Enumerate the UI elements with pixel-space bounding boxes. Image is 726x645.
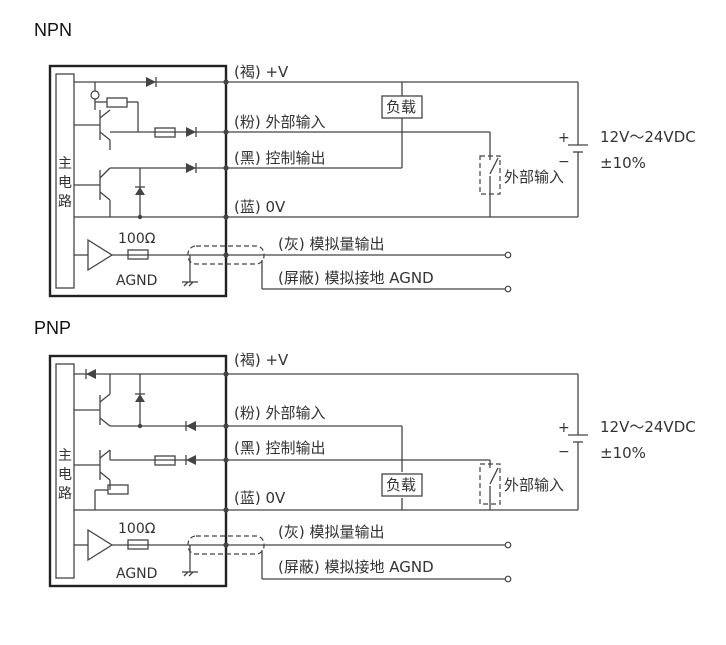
npn-load-box	[381, 95, 423, 119]
pnp-wire-gray: (灰) 模拟量输出	[278, 523, 384, 541]
pnp-sensor-box	[48, 354, 228, 588]
npn-agnd-label: AGND	[116, 273, 157, 289]
pnp-load-box	[381, 473, 423, 497]
npn-wire-pink: (粉) 外部输入	[234, 113, 325, 131]
npn-diode-ctrl	[186, 163, 196, 173]
npn-wire-black: (黑) 控制输出	[234, 149, 325, 167]
pnp-wire-blue: (蓝) 0V	[234, 489, 286, 507]
npn-plus: +	[558, 130, 570, 146]
npn-ext-input-label: 外部输入	[504, 168, 564, 186]
npn-wire-blue: (蓝) 0V	[234, 198, 286, 216]
pnp-resistor-label: 100Ω	[118, 521, 156, 537]
npn-resistor-label: 100Ω	[118, 231, 156, 247]
npn-supply-tolerance: ±10%	[600, 154, 646, 172]
pnp-resistor-2	[154, 455, 176, 466]
npn-supply-voltage: 12V～24VDC	[600, 128, 696, 146]
pnp-resistor-1	[107, 484, 129, 495]
npn-wire-gray: (灰) 模拟量输出	[278, 235, 384, 253]
pnp-plus: +	[558, 420, 570, 436]
pnp-minus: −	[558, 444, 570, 460]
pnp-agnd-label: AGND	[116, 566, 157, 582]
npn-resistor-100	[127, 249, 149, 260]
npn-shield	[187, 245, 265, 265]
npn-wire-shield: (屏蔽) 模拟接地 AGND	[278, 269, 434, 287]
npn-load-label: 负载	[386, 98, 416, 116]
npn-minus: −	[558, 154, 570, 170]
pnp-zener	[135, 394, 145, 402]
pnp-diode-ext	[186, 421, 196, 431]
npn-resistor-2	[154, 127, 176, 138]
pnp-main-circuit-label: 主电路	[58, 448, 72, 502]
npn-diode-vplus	[146, 77, 156, 87]
pnp-wire-pink: (粉) 外部输入	[234, 404, 325, 422]
npn-switch	[489, 157, 499, 175]
npn-diode-ext	[186, 127, 196, 137]
npn-section: NPN 主电路	[34, 20, 696, 298]
pnp-load-label: 负载	[386, 476, 416, 494]
npn-main-circuit-label: 主电路	[58, 156, 72, 210]
pnp-wire-brown: (褐) +V	[234, 351, 289, 369]
pnp-resistor-100	[127, 539, 149, 550]
npn-title: NPN	[34, 20, 72, 40]
pnp-wire-black: (黑) 控制输出	[234, 439, 325, 457]
pnp-ext-input-label: 外部输入	[504, 476, 564, 494]
pnp-main-circuit-block	[55, 363, 75, 579]
pnp-wire-shield: (屏蔽) 模拟接地 AGND	[278, 558, 434, 576]
pnp-supply-voltage: 12V～24VDC	[600, 418, 696, 436]
npn-switch-box	[479, 155, 501, 195]
npn-wire-brown: (褐) +V	[234, 63, 289, 81]
pnp-section: PNP 主电路	[34, 318, 696, 588]
pnp-switch-box	[479, 463, 501, 505]
pnp-diode-vplus	[86, 369, 96, 379]
pnp-amp	[87, 528, 114, 562]
pnp-switch	[489, 467, 499, 485]
npn-zener	[135, 187, 145, 195]
npn-amp	[87, 238, 114, 272]
pnp-supply-tolerance: ±10%	[600, 444, 646, 462]
npn-resistor-1	[106, 97, 128, 108]
npn-main-circuit-block	[55, 73, 75, 289]
pnp-diode-ctrl	[186, 455, 196, 465]
pnp-title: PNP	[34, 318, 71, 338]
pnp-shield	[187, 535, 265, 555]
npn-sensor-box	[48, 64, 228, 298]
